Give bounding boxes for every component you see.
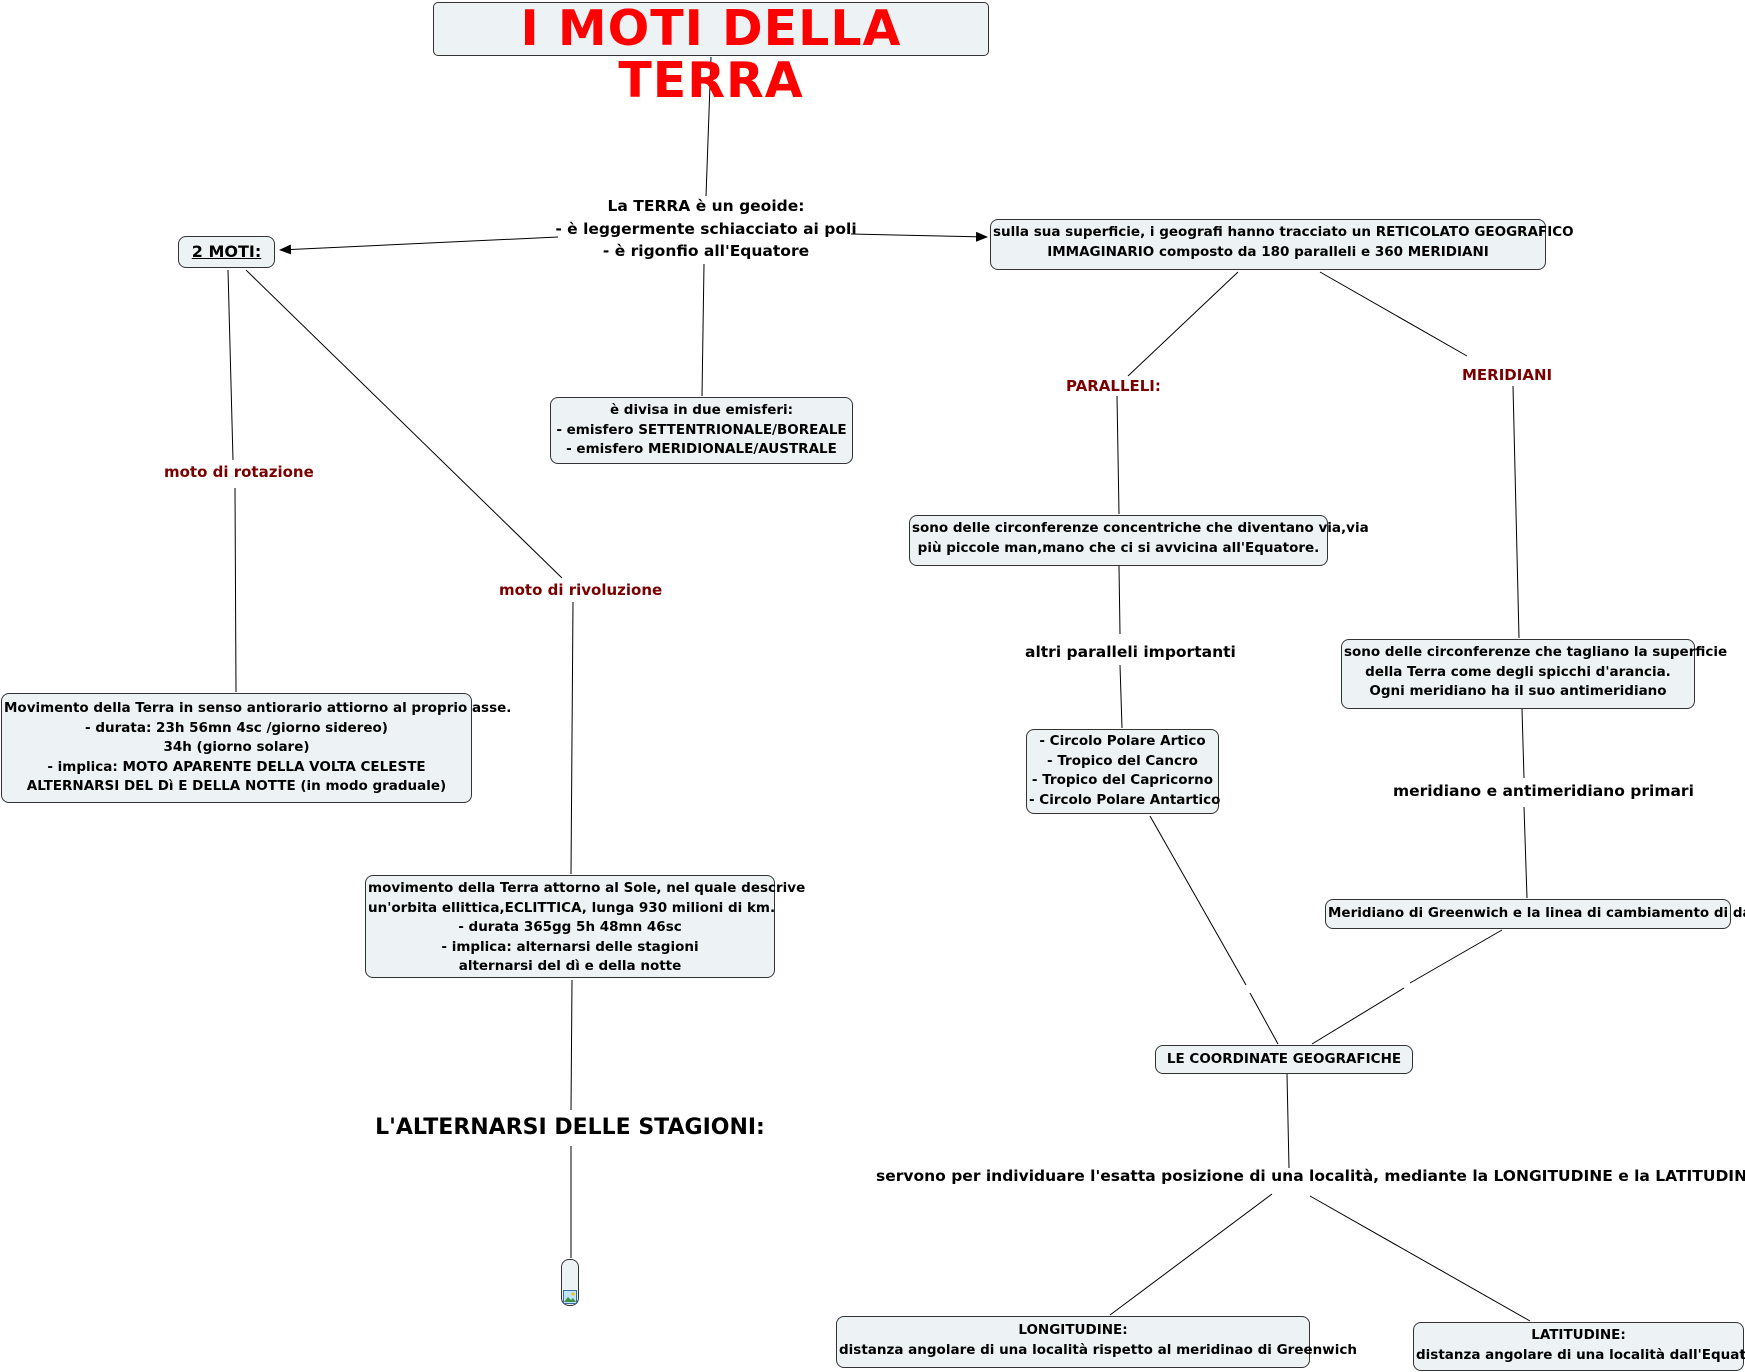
- link-label-paralleli: PARALLELI:: [1066, 377, 1161, 395]
- line-rivoluzione-stagioni: [570, 979, 573, 1111]
- link-label-meridiano-primario: meridiano e antimeridiano primari: [1393, 782, 1694, 800]
- due-moti-node: 2 MOTI:: [178, 236, 275, 268]
- rotazione-line-1: Movimento della Terra in senso antiorari…: [4, 700, 512, 716]
- link-label-altri-paralleli: altri paralleli importanti: [1025, 643, 1236, 661]
- line-meridiani-box: [1512, 385, 1520, 639]
- meridiani-line-2: della Terra come degli spicchi d'arancia…: [1365, 663, 1671, 680]
- coordinate-node: LE COORDINATE GEOGRAFICHE: [1155, 1045, 1413, 1074]
- line-motivi-rotazione: [227, 269, 234, 461]
- terra-line-2: - è leggermente schiacciato ai poli: [555, 219, 857, 238]
- rivoluzione-line-2: un'orbita ellittica,ECLITTICA, lunga 930…: [368, 899, 776, 916]
- rotazione-line-4: - implica: MOTO APARENTE DELLA VOLTA CEL…: [47, 758, 426, 775]
- paralleli-node: sono delle circonferenze concentriche ch…: [909, 515, 1369, 566]
- line-greenwich-coordinate-a: [1409, 929, 1503, 984]
- line-title-terra: [705, 56, 712, 197]
- arrow-terra-motivi: [279, 236, 559, 255]
- greenwich-node: Meridiano di Greenwich e la linea di cam…: [1325, 899, 1745, 929]
- longitudine-node: LONGITUDINE: distanza angolare di una lo…: [836, 1316, 1357, 1368]
- line-paralleli-box: [1116, 395, 1120, 515]
- line-servono-latitudine: [1309, 1195, 1531, 1322]
- line-list-coordinate-a: [1149, 815, 1247, 986]
- paralleli-list-item-1: - Circolo Polare Artico: [1039, 733, 1206, 749]
- reticolato-line-1: sulla sua superficie, i geografi hanno t…: [993, 224, 1574, 240]
- map-title: I MOTI DELLA TERRA: [433, 2, 989, 107]
- paralleli-list-item-2: - Tropico del Cancro: [1047, 752, 1198, 769]
- line-primari-greenwich: [1523, 806, 1528, 899]
- arrow-terra-reticolato: [850, 231, 988, 242]
- longitudine-title: LONGITUDINE:: [1018, 1322, 1128, 1338]
- line-coordinate-servono: [1286, 1073, 1290, 1169]
- rivoluzione-line-4: - implica: alternarsi delle stagioni: [441, 938, 699, 955]
- terra-node: La TERRA è un geoide: - è leggermente sc…: [548, 195, 864, 263]
- rotazione-node: Movimento della Terra in senso antiorari…: [1, 693, 512, 803]
- rivoluzione-line-5: alternarsi del dì e della notte: [458, 958, 682, 974]
- rivoluzione-line-3: - durata 365gg 5h 48mn 46sc: [458, 919, 682, 935]
- rivoluzione-node: movimento della Terra attorno al Sole, n…: [365, 875, 806, 978]
- latitudine-text: distanza angolare di una località dall'E…: [1416, 1346, 1745, 1363]
- rivoluzione-line-1: movimento della Terra attorno al Sole, n…: [368, 880, 806, 896]
- greenwich-label: Meridiano di Greenwich e la linea di cam…: [1328, 905, 1745, 921]
- image-placeholder-node[interactable]: [561, 1259, 579, 1306]
- paralleli-list-item-3: - Tropico del Capricorno: [1031, 772, 1214, 788]
- line-reticolato-meridiani: [1319, 271, 1468, 357]
- emisferi-line-3: - emisfero MERIDIONALE/AUSTRALE: [566, 441, 837, 457]
- link-label-meridiani: MERIDIANI: [1462, 366, 1553, 384]
- line-terra-emisferi: [701, 263, 705, 397]
- due-moti-label: 2 MOTI:: [191, 242, 262, 261]
- rotazione-line-2: - durata: 23h 56mn 4sc /giorno sidereo): [85, 719, 388, 736]
- latitudine-title: LATITUDINE:: [1531, 1327, 1626, 1343]
- rotazione-line-5: ALTERNARSI DEL Dì E DELLA NOTTE (in modo…: [26, 778, 447, 794]
- line-rivoluzione-box: [570, 601, 574, 875]
- emisferi-line-1: è divisa in due emisferi:: [609, 402, 794, 418]
- reticolato-node: sulla sua superficie, i geografi hanno t…: [990, 219, 1574, 270]
- paralleli-list-item-4: - Circolo Polare Antartico: [1029, 791, 1221, 808]
- line-meridianibox-primari: [1521, 708, 1525, 779]
- longitudine-text: distanza angolare di una località rispet…: [839, 1341, 1357, 1358]
- paralleli-line-1: sono delle circonferenze concentriche ch…: [912, 520, 1369, 536]
- meridiani-line-1: sono delle circonferenze che tagliano la…: [1344, 644, 1728, 660]
- rotazione-line-3: 34h (giorno solare): [163, 739, 310, 755]
- line-altri-list: [1119, 664, 1123, 729]
- meridiani-node: sono delle circonferenze che tagliano la…: [1341, 639, 1728, 709]
- line-rotazione-box: [234, 487, 237, 693]
- terra-line-1: La TERRA è un geoide:: [607, 197, 805, 215]
- link-label-servono: servono per individuare l'esatta posizio…: [876, 1167, 1745, 1185]
- line-paralleli-altri: [1118, 565, 1121, 635]
- line-motivi-rivoluzione: [245, 269, 563, 579]
- emisferi-line-2: - emisfero SETTENTRIONALE/BOREALE: [556, 421, 847, 438]
- paralleli-line-2: più piccole man,mano che ci si avvicina …: [917, 539, 1320, 556]
- reticolato-line-2: IMMAGINARIO composto da 180 paralleli e …: [1047, 243, 1489, 260]
- link-label-rivoluzione: moto di rivoluzione: [499, 581, 663, 599]
- image-icon: [563, 1290, 577, 1304]
- line-reticolato-paralleli: [1127, 271, 1239, 377]
- coordinate-label: LE COORDINATE GEOGRAFICHE: [1166, 1051, 1402, 1067]
- link-label-rotazione: moto di rotazione: [164, 463, 314, 481]
- line-servono-longitudine: [1109, 1193, 1273, 1316]
- stagioni-node: L'ALTERNARSI DELLE STAGIONI:: [355, 1112, 785, 1144]
- terra-line-3: - è rigonfio all'Equatore: [602, 242, 810, 260]
- line-greenwich-coordinate-b: [1311, 987, 1405, 1045]
- emisferi-node: è divisa in due emisferi: - emisfero SET…: [550, 397, 853, 464]
- latitudine-node: LATITUDINE: distanza angolare di una loc…: [1413, 1322, 1745, 1371]
- paralleli-list-node: - Circolo Polare Artico - Tropico del Ca…: [1026, 729, 1221, 814]
- meridiani-line-3: Ogni meridiano ha il suo antimeridiano: [1369, 683, 1667, 699]
- line-list-coordinate-b: [1249, 992, 1279, 1045]
